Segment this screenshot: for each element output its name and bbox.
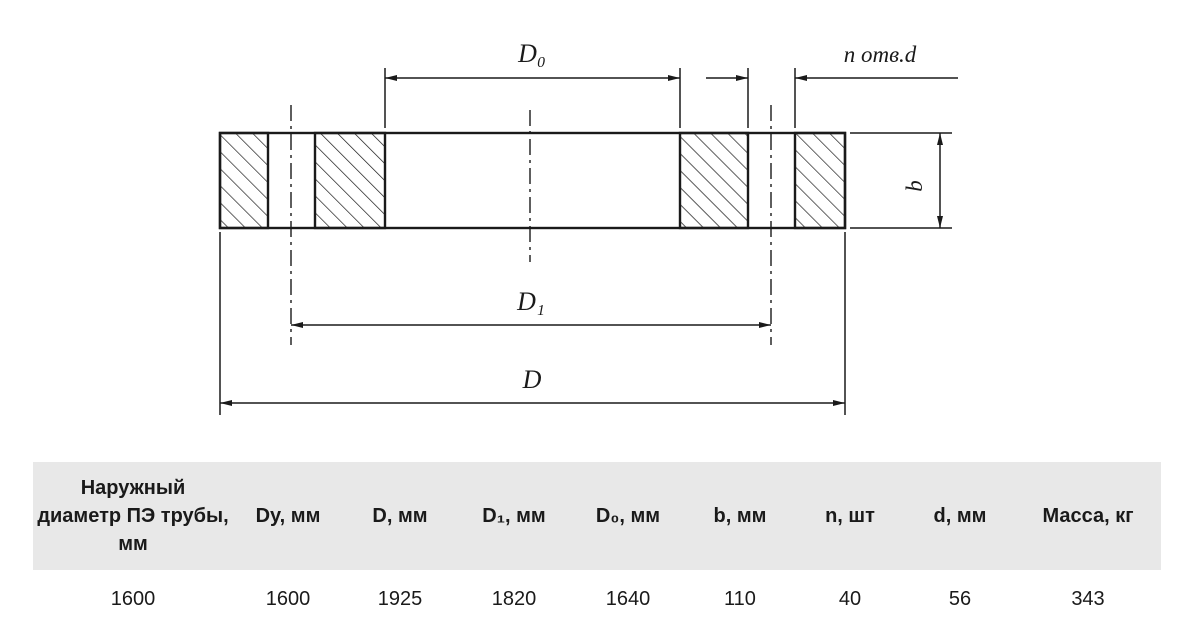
dimension-d0: D₀	[384, 39, 681, 128]
table-value-row: 1600 1600 1925 1820 1640 110 40 56 343	[33, 570, 1161, 619]
header-outer-diameter: Наружный диаметр ПЭ трубы, мм	[33, 462, 233, 570]
header-d: D, мм	[343, 462, 457, 570]
value-d0: 1640	[571, 570, 685, 619]
d-label: D	[522, 365, 542, 394]
dimension-bolt-holes: n отв.d	[706, 42, 958, 128]
flange-cross-section-drawing: D₀ n отв.d b D₁ D	[218, 39, 958, 415]
centerlines	[290, 105, 772, 345]
flange-spec-table: Наружный диаметр ПЭ трубы, мм Dy, мм D, …	[33, 462, 1161, 619]
header-b: b, мм	[685, 462, 795, 570]
d1-label: D₁	[516, 287, 545, 316]
d0-label: D₀	[517, 39, 546, 68]
header-hole-d: d, мм	[905, 462, 1015, 570]
value-mass: 343	[1015, 570, 1161, 619]
value-outer-diameter: 1600	[33, 570, 233, 619]
header-dy: Dy, мм	[233, 462, 343, 570]
hatched-section-left-inner	[313, 131, 387, 230]
value-n: 40	[795, 570, 905, 619]
header-n: n, шт	[795, 462, 905, 570]
header-mass: Масса, кг	[1015, 462, 1161, 570]
dimension-d: D	[219, 232, 846, 415]
table-header-row: Наружный диаметр ПЭ трубы, мм Dy, мм D, …	[33, 462, 1161, 570]
value-d1: 1820	[457, 570, 571, 619]
flange-body	[218, 131, 847, 230]
dimension-d1: D₁	[291, 287, 771, 328]
value-b: 110	[685, 570, 795, 619]
header-d0: D₀, мм	[571, 462, 685, 570]
hatched-section-right-inner	[678, 131, 750, 230]
hatched-section-right-outer	[793, 131, 847, 230]
value-dy: 1600	[233, 570, 343, 619]
header-d1: D₁, мм	[457, 462, 571, 570]
value-hole-d: 56	[905, 570, 1015, 619]
dimension-b: b	[850, 132, 952, 229]
bolt-holes-label: n отв.d	[844, 42, 917, 67]
b-label: b	[902, 180, 927, 192]
hatched-section-left-outer	[218, 131, 270, 230]
value-d: 1925	[343, 570, 457, 619]
